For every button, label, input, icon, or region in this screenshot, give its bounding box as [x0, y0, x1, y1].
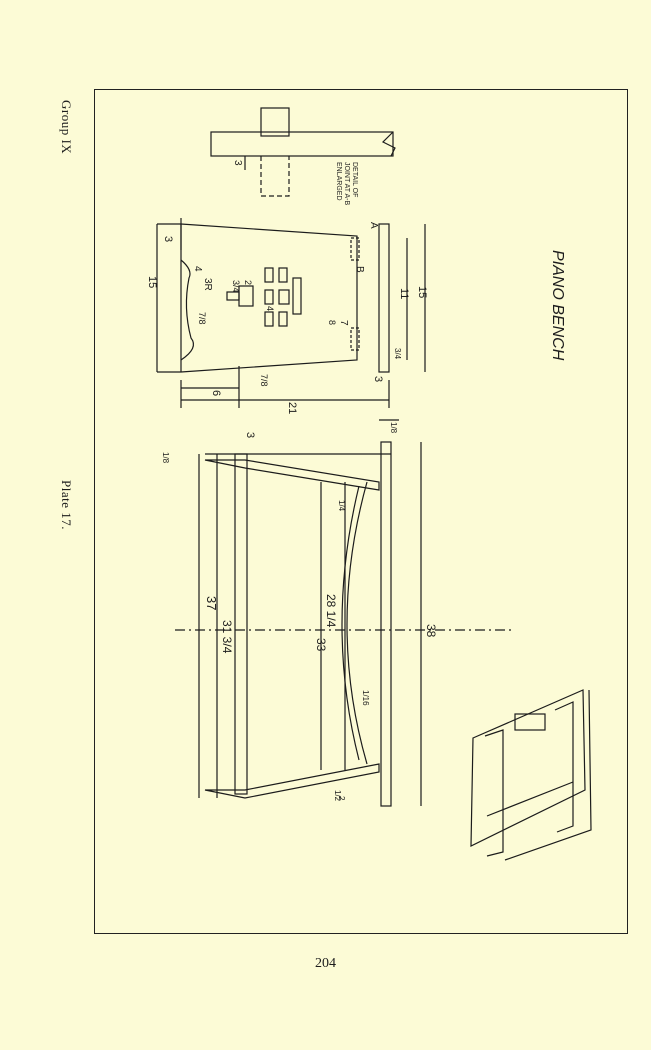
- front-dim-28-1-4: 28 1/4: [324, 594, 338, 628]
- detail-label-line-1: DETAIL OF: [351, 162, 358, 197]
- page-number: 204: [315, 956, 336, 971]
- front-dim-1-16: 1/16: [361, 690, 370, 706]
- end-view-dim-3b: 3: [372, 376, 384, 382]
- end-view-dim-3-4b: 3/4: [393, 348, 402, 360]
- end-view: A B 3 15 3R 4 2 3/4 7/8 4 7 8 15: [146, 218, 428, 434]
- end-view-dim-3-4: 3/4: [231, 280, 241, 293]
- end-view-dim-7-8: 7/8: [197, 312, 207, 325]
- end-view-dim-1-8: 1/8: [389, 422, 398, 434]
- drawing-plate: PIANO BENCH 3 DETAIL OF JOINT AT A-B ENL…: [94, 89, 628, 934]
- end-view-dim-4: 4: [192, 266, 203, 272]
- detail-label-line-3: ENLARGED: [335, 162, 342, 201]
- end-view-dim-3r: 3R: [202, 278, 213, 291]
- front-dim-38: 38: [424, 624, 438, 638]
- front-dim-33: 33: [314, 638, 328, 652]
- detail-label-line-2: JOINT AT A-B: [343, 162, 350, 206]
- front-dim-3: 3: [244, 432, 256, 438]
- front-view: 3 1/8 1/4 2 37 31 3/4 28 1/4 33 38 1/16 …: [161, 432, 515, 807]
- front-dim-2: 2: [337, 796, 346, 801]
- joint-detail: 3 DETAIL OF JOINT AT A-B ENLARGED: [210, 107, 396, 206]
- front-dim-1-2: 1/2: [333, 790, 342, 802]
- joint-detail-dim: 3: [232, 160, 243, 166]
- end-view-dim-6: 6: [210, 390, 222, 396]
- end-view-dim-15-right: 15: [416, 286, 428, 298]
- joint-letter-b: B: [354, 266, 365, 273]
- front-dim-1-8: 1/8: [161, 452, 170, 464]
- joint-letter-a: A: [368, 222, 379, 229]
- drawing-title: PIANO BENCH: [549, 250, 566, 361]
- piano-bench-drawing: PIANO BENCH 3 DETAIL OF JOINT AT A-B ENL…: [146, 107, 592, 861]
- end-view-dim-7-8b: 7/8: [259, 374, 269, 387]
- end-view-dim-11: 11: [398, 288, 410, 299]
- end-view-dim-4b: 4: [265, 306, 275, 311]
- group-label: Group IX: [59, 100, 74, 155]
- end-view-dim-21: 21: [286, 402, 298, 414]
- end-view-dim-8: 8: [327, 320, 337, 325]
- end-view-dim-7: 7: [338, 320, 349, 326]
- front-dim-37: 37: [204, 596, 219, 610]
- perspective-sketch: [470, 689, 592, 861]
- front-dim-31-3-4: 31 3/4: [220, 620, 234, 654]
- plate-label: Plate 17.: [59, 480, 74, 530]
- end-view-dim-15-left: 15: [146, 276, 158, 288]
- front-dim-1-4: 1/4: [337, 500, 346, 512]
- end-view-dim-2: 2: [243, 280, 253, 285]
- end-view-dim-3: 3: [162, 236, 174, 242]
